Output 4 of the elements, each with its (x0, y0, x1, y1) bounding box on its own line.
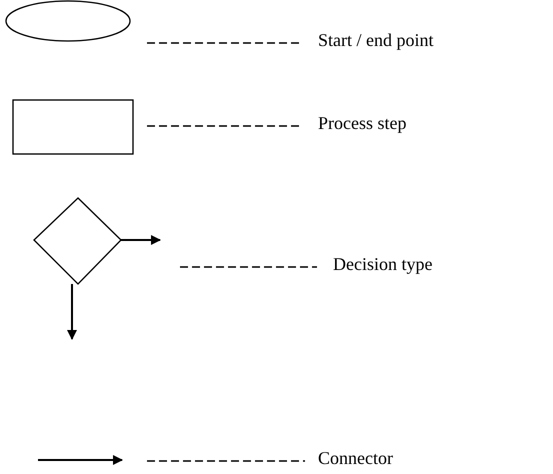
legend-text: Connector (318, 447, 393, 469)
legend-text: Process step (318, 112, 406, 134)
legend-text: Start / end point (318, 29, 434, 51)
legend-text: Decision type (333, 253, 432, 275)
